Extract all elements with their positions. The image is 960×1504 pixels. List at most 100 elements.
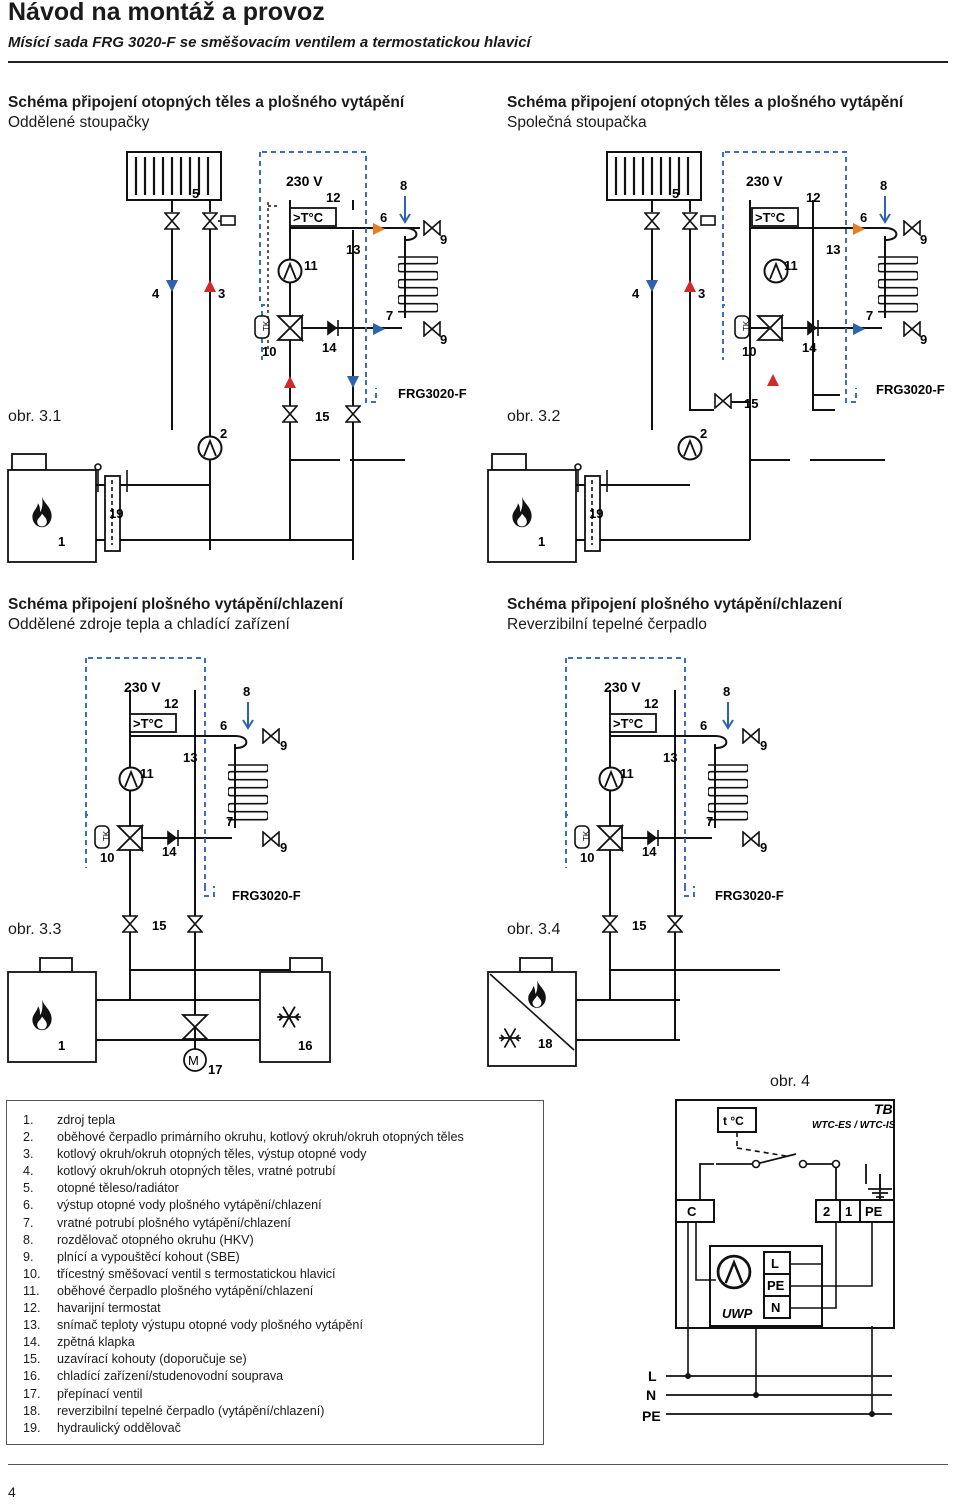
diagram-label: 3 [218, 286, 225, 301]
legend-number: 6. [23, 1198, 34, 1213]
diagram-label: WTC-ES / WTC-IS [812, 1120, 896, 1131]
legend-number: 9. [23, 1249, 34, 1264]
diagram-label: 19 [109, 506, 123, 521]
legend-number: 16. [23, 1369, 41, 1384]
diagram-label: 6 [380, 210, 387, 225]
diagram-label: M [188, 1053, 199, 1068]
diagram-label: 2 [700, 426, 707, 441]
figure-label-4: obr. 4 [770, 1073, 811, 1090]
legend-item: 1.zdroj tepla [23, 1112, 464, 1129]
diagram-fig-3-1: 4 3 5 230 V >T°C 12 13 6 8 9 11 TK 10 14… [7, 151, 467, 563]
diagram-label: 13 [826, 242, 840, 257]
diagram-label: TB [874, 1101, 893, 1117]
diagram-label: 4 [632, 286, 640, 301]
legend-item: 8.rozdělovač otopného okruhu (HKV) [23, 1232, 464, 1249]
radiator-icon [126, 151, 222, 201]
diagram-fig-3-2: 4 3 5 230 V >T°C 12 13 6 8 9 11 TK 10 14… [487, 151, 945, 563]
diagram-label: 13 [346, 242, 360, 257]
legend-text: zpětná klapka [57, 1335, 135, 1350]
diagram-label: 10 [100, 850, 114, 865]
legend-number: 19. [23, 1420, 41, 1435]
diagram-label: 9 [440, 232, 447, 247]
diagram-label: PE [865, 1204, 883, 1219]
diagram-label: 15 [315, 409, 329, 424]
diagram-label: 3 [698, 286, 705, 301]
legend-number: 17. [23, 1386, 41, 1401]
legend-number: 7. [23, 1215, 34, 1230]
diagram-label: 9 [920, 232, 927, 247]
diagram-label: N [771, 1300, 780, 1315]
legend-number: 10. [23, 1266, 41, 1281]
legend-number: 2. [23, 1130, 34, 1145]
diagram-label: L [648, 1368, 657, 1384]
diagram-label: FRG3020-F [232, 888, 301, 903]
diagram-label: >T°C [293, 210, 324, 225]
diagram-fig-3-3: 230 V >T°C 12 13 6 8 9 11 TK 10 14 7 9 F… [7, 657, 331, 1077]
diagram-label: 230 V [746, 173, 783, 189]
diagram-label: 1 [58, 1038, 65, 1053]
diagram-label: 8 [723, 684, 730, 699]
legend-text: výstup otopné vody plošného vytápění/chl… [57, 1198, 322, 1213]
legend-text: havarijní termostat [57, 1301, 161, 1316]
legend-text: kotlový okruh/okruh otopných těles, výst… [57, 1147, 367, 1162]
legend-text: snímač teploty výstupu otopné vody plošn… [57, 1318, 363, 1333]
diagram-label: 230 V [124, 679, 161, 695]
legend-number: 12. [23, 1301, 41, 1316]
diagram-label: 9 [760, 840, 767, 855]
diagram-label: 14 [162, 844, 177, 859]
diagram-label: 15 [744, 396, 758, 411]
diagram-label: 10 [742, 344, 756, 359]
diagram-label: 8 [880, 178, 887, 193]
diagram-label: 7 [226, 814, 233, 829]
figure-label-3-1: obr. 3.1 [8, 408, 62, 425]
diagram-label: 7 [386, 308, 393, 323]
legend-item: 18. reverzibilní tepelné čerpadlo (vytápě… [23, 1403, 464, 1420]
diagram-label: 9 [440, 332, 447, 347]
legend-text: oběhové čerpadlo plošného vytápění/chlaz… [57, 1283, 314, 1298]
diagram-label: 4 [152, 286, 160, 301]
legend-text: vratné potrubí plošného vytápění/chlazen… [57, 1215, 291, 1230]
diagram-label: FRG3020-F [876, 382, 945, 397]
page-subtitle: Mísící sada FRG 3020-F se směšovacím ven… [8, 34, 531, 51]
diagram-label: 6 [700, 718, 707, 733]
diagram-label: 11 [784, 258, 798, 273]
legend-item: 7. vratné potrubí plošného vytápění/chlaz… [23, 1215, 464, 1232]
figure-label-3-4: obr. 3.4 [507, 921, 561, 938]
legend-text: třícestný směšovací ventil s termostatic… [57, 1266, 336, 1281]
legend-text: kotlový okruh/okruh otopných těles, vrat… [57, 1164, 336, 1179]
footer-divider [8, 1464, 948, 1465]
diagram-label: 11 [620, 766, 634, 781]
diagram-label: 6 [220, 718, 227, 733]
diagram-label: 11 [304, 258, 318, 273]
legend-text: oběhové čerpadlo primárního okruhu, kotl… [57, 1130, 464, 1145]
diagram-label: 18 [538, 1036, 552, 1051]
legend-item: 3.kotlový okruh/okruh otopných těles, vý… [23, 1146, 464, 1163]
diagram-label: 7 [866, 308, 873, 323]
diagram-label: C [687, 1204, 697, 1219]
diagram-label: >T°C [755, 210, 786, 225]
diagram-label: 230 V [286, 173, 323, 189]
diagram-label: N [646, 1387, 656, 1403]
diagram-label: 1 [58, 534, 65, 549]
diagram-label: L [771, 1256, 779, 1271]
legend-text: reverzibilní tepelné čerpadlo (vytápění/… [57, 1403, 325, 1418]
diagram-label: 6 [860, 210, 867, 225]
diagram-label: 9 [920, 332, 927, 347]
legend-number: 5. [23, 1181, 34, 1196]
legend-number: 8. [23, 1232, 34, 1247]
diagram-label: 15 [632, 918, 646, 933]
legend-number: 18. [23, 1403, 41, 1418]
section-subtitle-1: Oddělené stoupačky [8, 114, 150, 131]
diagram-label: TK [102, 830, 111, 841]
legend-item: 15.uzavírací kohouty (doporučuje se) [23, 1351, 464, 1368]
legend-item: 19.hydraulický oddělovač [23, 1420, 464, 1437]
section-title-4: Schéma připojení plošného vytápění/chlaz… [507, 596, 843, 613]
diagram-label: 1 [538, 534, 545, 549]
diagram-label: UWP [722, 1306, 753, 1321]
legend-text: plnící a vypouštěcí kohout (SBE) [57, 1249, 240, 1264]
diagram-label: 8 [400, 178, 407, 193]
wiring-diagram: TB WTC-ES / WTC-IS t °C C 2 1 PE UWP L P… [642, 1099, 896, 1424]
legend-item: 10. třícestný směšovací ventil s termosta… [23, 1266, 464, 1283]
diagram-label: 5 [672, 186, 679, 201]
